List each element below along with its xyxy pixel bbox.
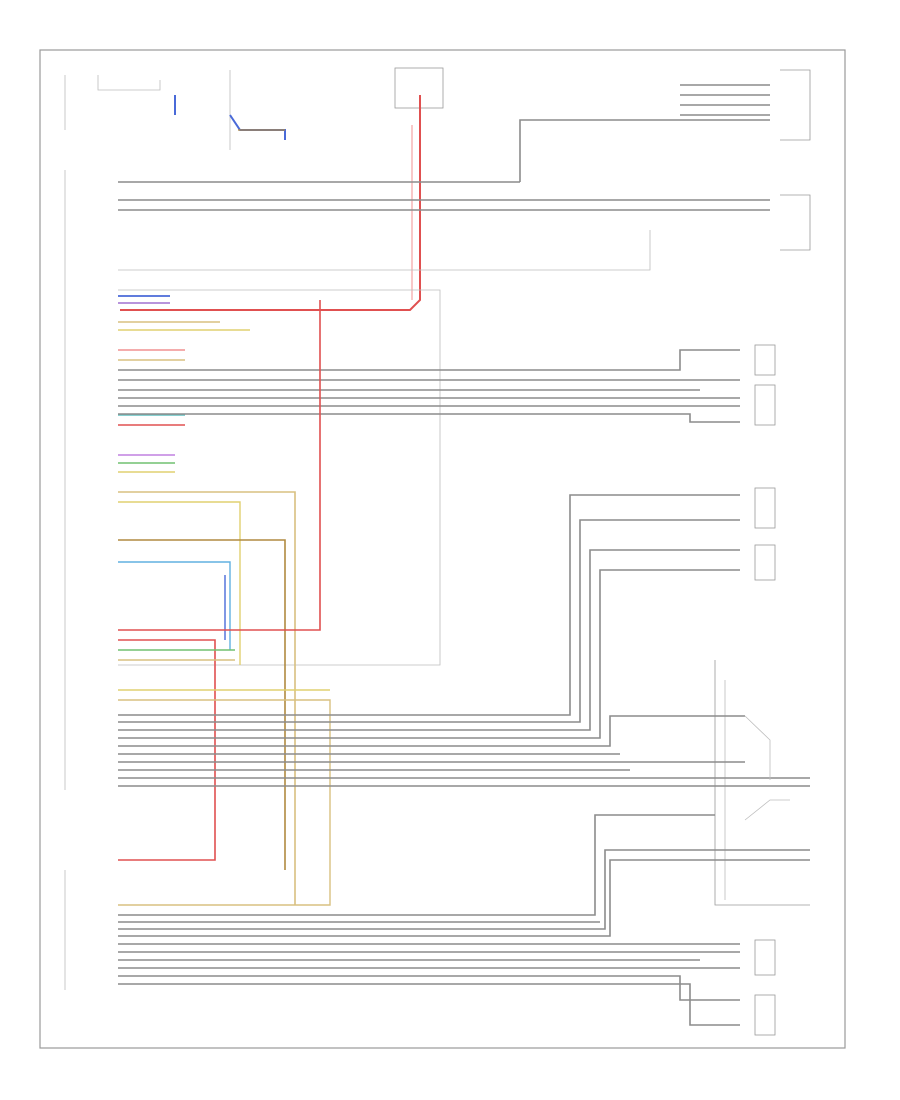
right-speaker-top — [680, 69, 811, 251]
gem-upper-left — [64, 70, 286, 150]
top-center-module — [120, 67, 444, 311]
diagram-frame — [39, 49, 846, 1049]
left-main-connector — [64, 119, 770, 990]
colored-wires — [118, 295, 250, 473]
subwoofer-amp — [118, 660, 810, 906]
rear-speakers — [118, 487, 776, 739]
lower-speakers — [118, 814, 810, 1036]
door-speakers-right — [118, 344, 776, 426]
vertical-colored-drops — [118, 300, 331, 906]
